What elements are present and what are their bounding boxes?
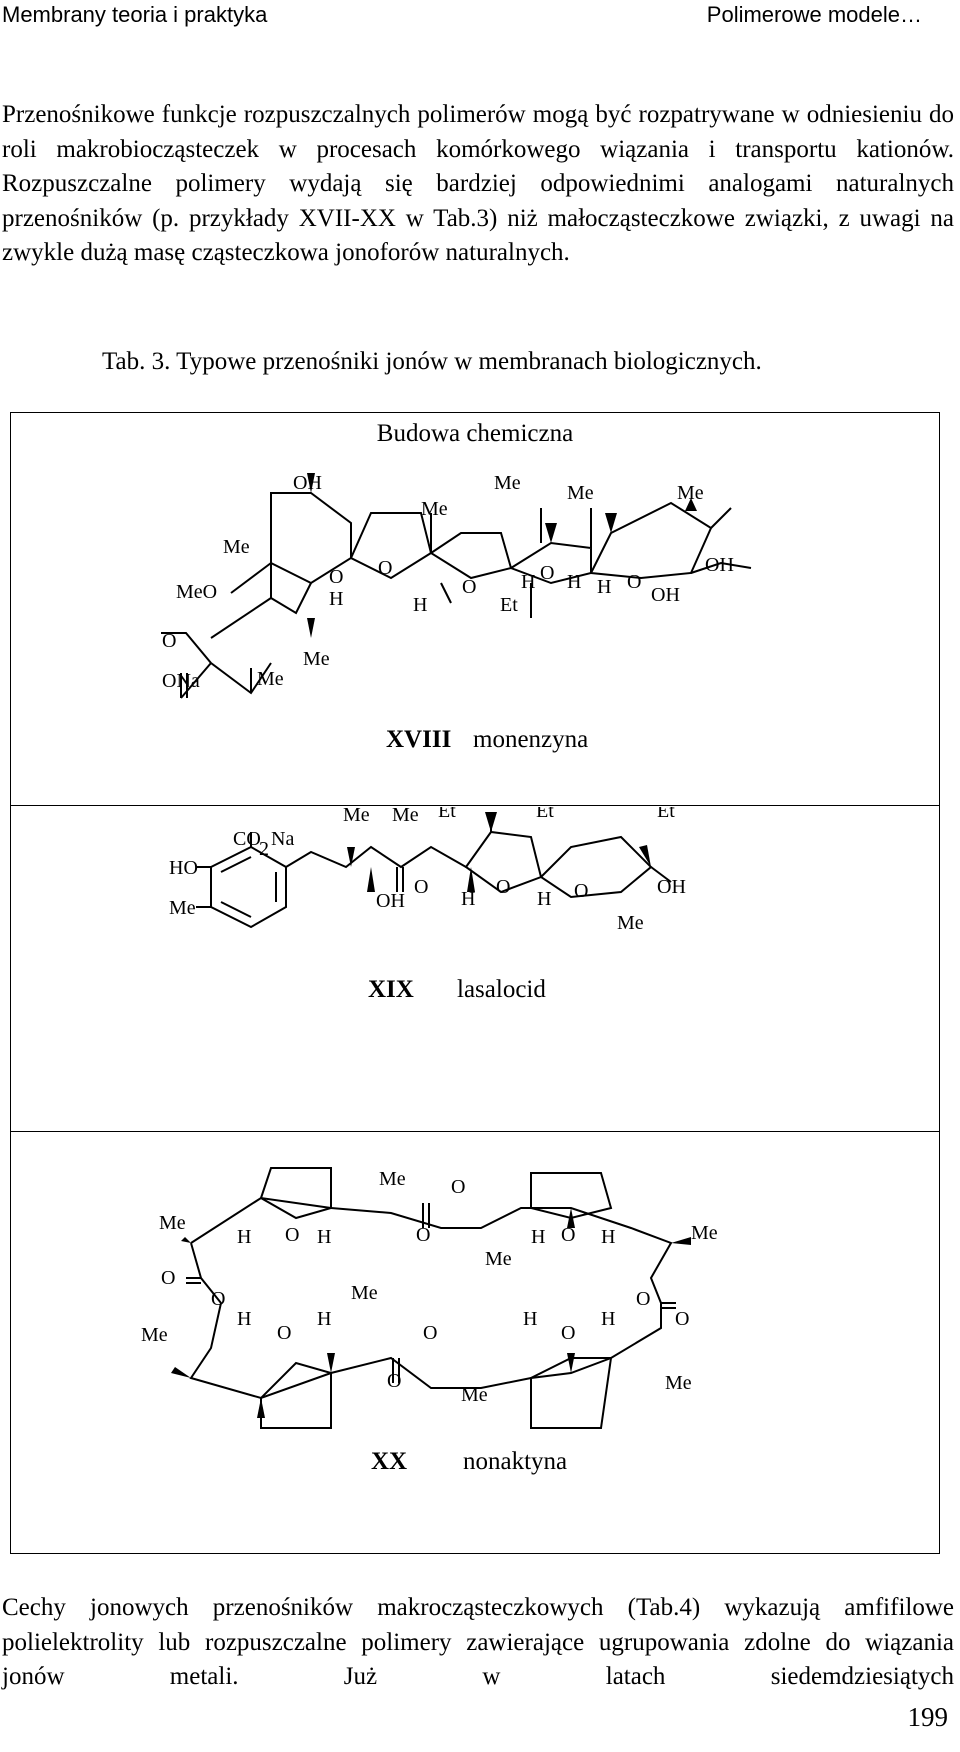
page-number: 199 [907, 1702, 949, 1732]
atom-label: O [414, 876, 428, 898]
atom-label: O [540, 562, 554, 584]
atom-label: MeO [176, 581, 217, 603]
atom-label: O [561, 1322, 575, 1344]
atom-label: Me [485, 1248, 512, 1270]
atom-label: Et [657, 807, 675, 822]
nonactin-structure: Me O H O H Me O O Me H O H Me O O Me H O… [141, 1167, 718, 1475]
atom-label: OH [657, 876, 686, 898]
atom-label: OH [293, 472, 322, 494]
atom-label: O [496, 876, 510, 898]
atom-label: H [597, 576, 611, 598]
nonactin-wedges [171, 1208, 691, 1418]
atom-label: H [531, 1226, 545, 1248]
compound-name: monenzyna [473, 726, 588, 753]
atom-label: O [462, 576, 476, 598]
atom-label: H [317, 1308, 331, 1330]
atom-label: Et [536, 807, 554, 822]
atom-label: O [162, 630, 176, 652]
atom-label: H [237, 1308, 251, 1330]
compound-number: XIX [368, 976, 414, 1003]
row-divider [11, 805, 939, 806]
atom-label: OH [376, 890, 405, 912]
atom-label: Me [392, 807, 419, 826]
atom-label: O [378, 557, 392, 579]
atom-label: Me [257, 668, 284, 690]
atom-label: Me [351, 1282, 378, 1304]
compound-number: XX [371, 1448, 407, 1475]
atom-label: H [601, 1308, 615, 1330]
running-header-title: Membrany teoria i praktyka [2, 2, 268, 27]
atom-label: Na [271, 828, 294, 850]
atom-label: Me [141, 1324, 168, 1346]
atom-label: Me [379, 1168, 406, 1190]
atom-label: O [416, 1224, 430, 1246]
atom-label: Me [567, 482, 594, 504]
compound-name: lasalocid [457, 976, 546, 1003]
lasalocid-bonds [196, 817, 672, 929]
atom-label: H [601, 1226, 615, 1248]
atom-label: O [277, 1322, 291, 1344]
atom-label: H [521, 571, 535, 593]
monensin-atom-labels: OH Me Me Me Me Me MeO O H O H O Et H O H… [162, 472, 734, 753]
intro-paragraph: Przenośnikowe funkcje rozpuszczalnych po… [2, 101, 954, 266]
atom-label: Me [169, 897, 196, 919]
ionophore-table: Budowa chemiczna [10, 412, 940, 1554]
atom-label: Me [303, 648, 330, 670]
atom-label: H [237, 1226, 251, 1248]
lasalocid-atom-labels: CO 2 Na HO Me Me Me Et Me Et Et OH O H O… [169, 807, 686, 1003]
atom-label: H [567, 571, 581, 593]
atom-label: Me [421, 498, 448, 520]
atom-label: H [329, 588, 343, 610]
atom-label: Me [677, 482, 704, 504]
compound-number: XVIII [386, 726, 451, 753]
atom-label: O [211, 1288, 225, 1310]
atom-label: Me [461, 1384, 488, 1406]
atom-label: O [423, 1322, 437, 1344]
nonactin-bonds [186, 1167, 676, 1429]
atom-label: O [329, 566, 343, 588]
lasalocid-wedges [347, 812, 651, 892]
atom-label: Me [494, 472, 521, 494]
atom-label: Me [343, 807, 370, 826]
atom-label: O [451, 1176, 465, 1198]
atom-label: Me [223, 536, 250, 558]
atom-label: Me [159, 1212, 186, 1234]
monensin-wedges [307, 473, 697, 638]
compound-name: nonaktyna [463, 1448, 567, 1475]
atom-label: ONa [162, 670, 200, 692]
atom-label: H [523, 1308, 537, 1330]
atom-label: 2 [259, 838, 269, 860]
atom-label: O [285, 1224, 299, 1246]
atom-label: O [574, 880, 588, 902]
lasalocid-structure: CO 2 Na HO Me Me Me Et Me Et Et OH O H O… [169, 807, 686, 1003]
atom-label: H [537, 888, 551, 910]
atom-label: Me [617, 912, 644, 934]
atom-label: Et [500, 594, 518, 616]
monensin-structure: OH Me Me Me Me Me MeO O H O H O Et H O H… [161, 472, 752, 753]
atom-label: Me [665, 1372, 692, 1394]
atom-label: HO [169, 857, 198, 879]
running-header-section: Polimerowe modele… [706, 2, 922, 27]
atom-label: O [561, 1224, 575, 1246]
atom-label: H [461, 888, 475, 910]
atom-label: CO [233, 828, 261, 850]
table-caption: Tab. 3. Typowe przenośniki jonów w membr… [102, 348, 762, 375]
atom-label: Et [438, 807, 456, 822]
atom-label: OH [651, 584, 680, 606]
atom-label: O [627, 571, 641, 593]
row-divider [11, 1131, 939, 1132]
table-column-header: Budowa chemiczna [376, 420, 574, 447]
atom-label: OH [705, 554, 734, 576]
nonactin-atom-labels: Me O H O H Me O O Me H O H Me O O Me H O… [141, 1168, 718, 1475]
atom-label: H [317, 1226, 331, 1248]
atom-label: H [413, 594, 427, 616]
continuation-paragraph: Cechy jonowych przenośników makrocząstec… [2, 1594, 954, 1690]
atom-label: O [387, 1370, 401, 1392]
atom-label: O [675, 1308, 689, 1330]
atom-label: O [636, 1288, 650, 1310]
atom-label: O [161, 1267, 175, 1289]
atom-label: Me [691, 1222, 718, 1244]
